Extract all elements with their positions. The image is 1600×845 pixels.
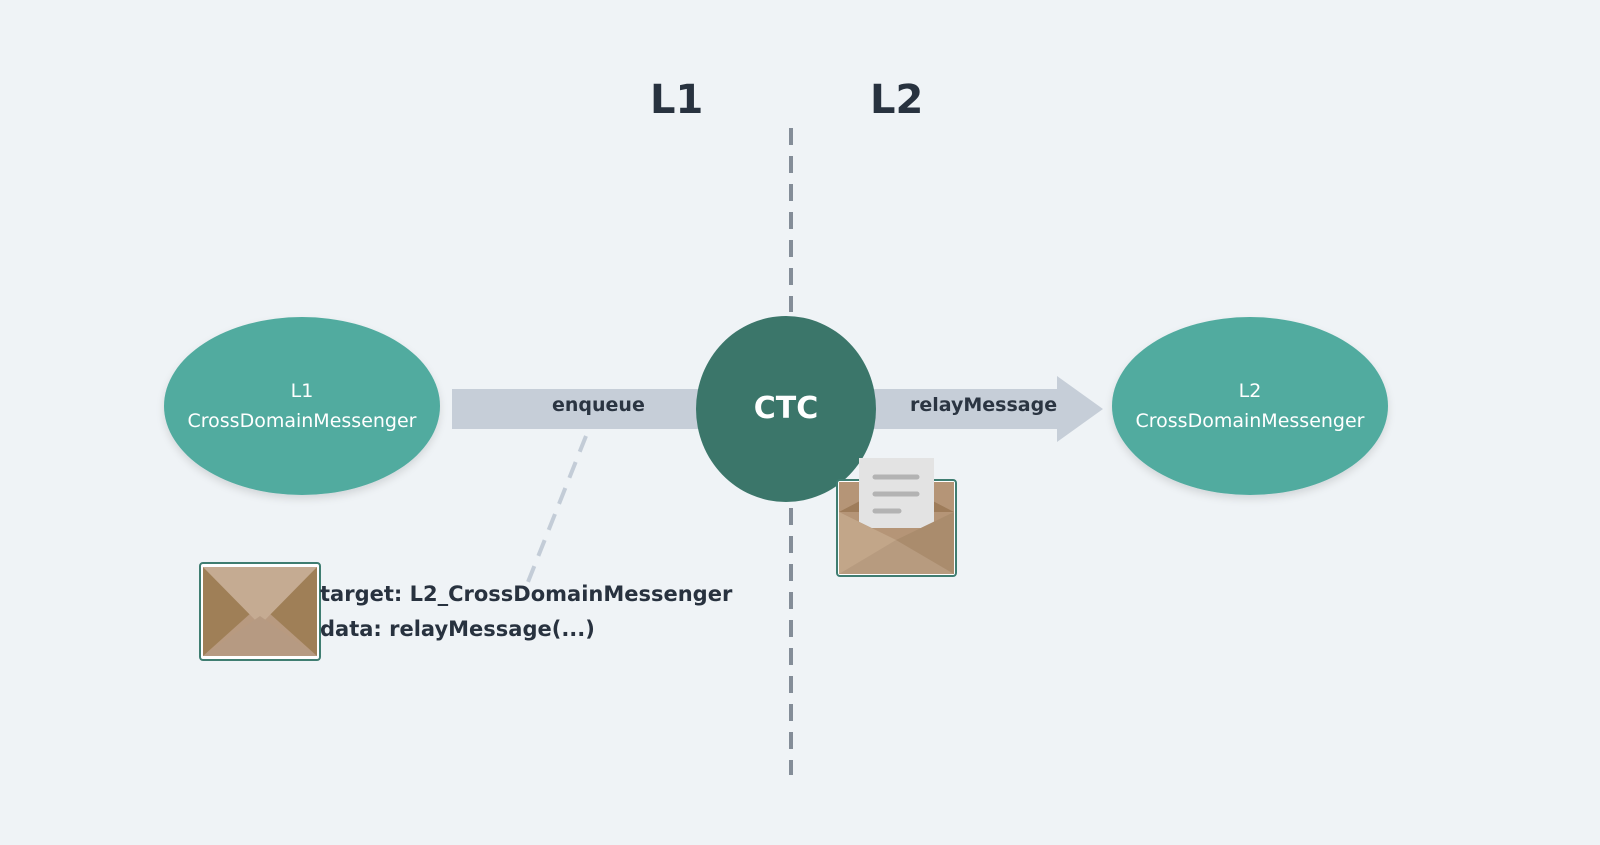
ctc-node bbox=[696, 316, 876, 502]
envelope-open-icon bbox=[836, 458, 957, 577]
layer-label-l1: L1 bbox=[650, 77, 704, 123]
l1-messenger-label-line1: L1 bbox=[290, 380, 314, 402]
enqueue-label: enqueue bbox=[552, 394, 645, 416]
enqueue-arrow bbox=[452, 389, 712, 429]
l2-messenger-label: L2 CrossDomainMessenger bbox=[1112, 376, 1388, 436]
l2-messenger-node bbox=[1112, 317, 1388, 495]
relay-message-label: relayMessage bbox=[910, 394, 1058, 416]
l1-messenger-node bbox=[164, 317, 440, 495]
message-data: data: relayMessage(...) bbox=[320, 617, 595, 641]
relay-arrow bbox=[865, 376, 1103, 442]
l1-messenger-label-line2: CrossDomainMessenger bbox=[187, 410, 417, 432]
layer-label-l2: L2 bbox=[870, 77, 924, 123]
message-target: target: L2_CrossDomainMessenger bbox=[320, 582, 733, 606]
l1-messenger-label: L1 CrossDomainMessenger bbox=[164, 376, 440, 436]
l2-messenger-label-line1: L2 bbox=[1238, 380, 1262, 402]
envelope-closed-icon bbox=[199, 562, 321, 661]
ctc-label: CTC bbox=[753, 391, 819, 426]
l2-messenger-label-line2: CrossDomainMessenger bbox=[1135, 410, 1365, 432]
message-callout-line bbox=[526, 435, 588, 583]
